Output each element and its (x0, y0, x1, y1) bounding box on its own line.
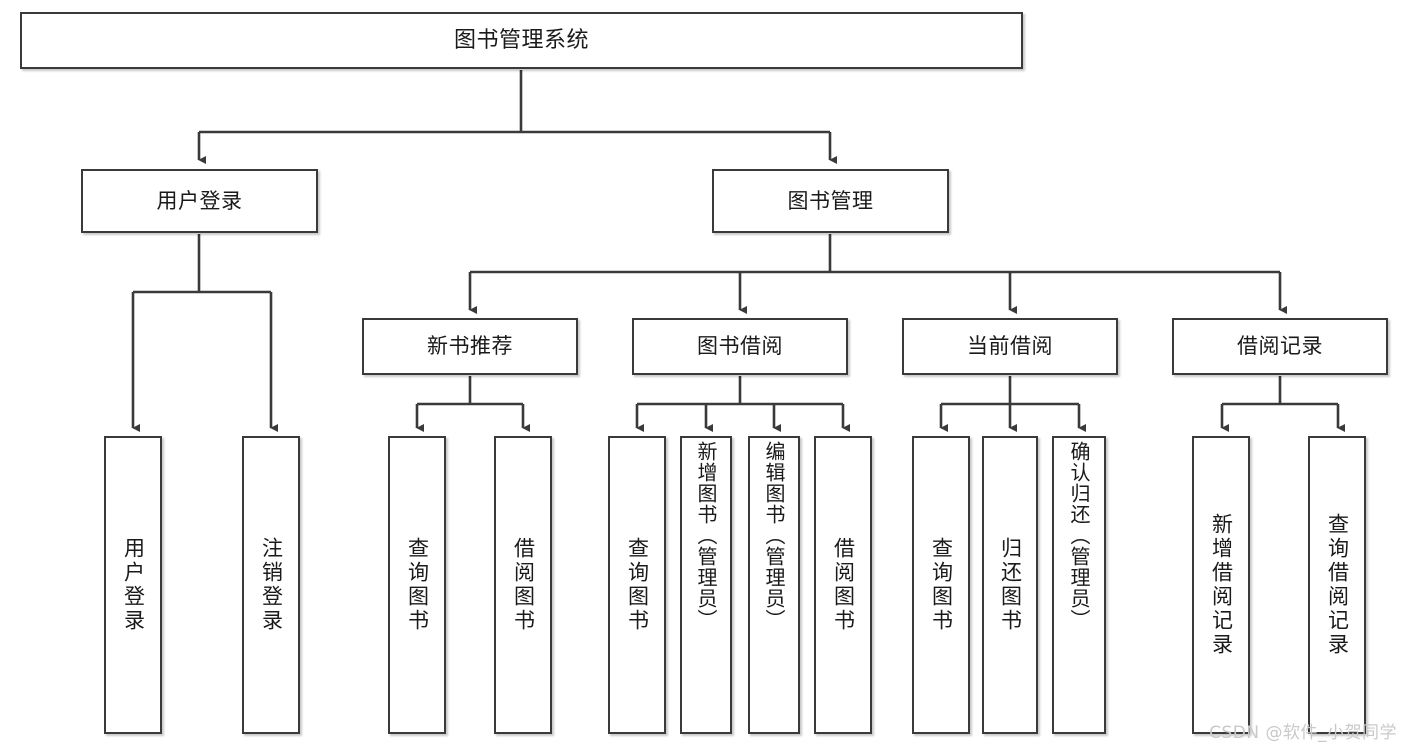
leaf-query-book-current[interactable]: 查询图书 (912, 436, 970, 734)
leaf-user-login[interactable]: 用户登录 (104, 436, 162, 734)
node-book-management[interactable]: 图书管理 (712, 169, 949, 233)
leaf-borrow-book-recommend[interactable]: 借阅图书 (494, 436, 552, 734)
node-label: 图书管理系统 (453, 27, 589, 53)
node-borrow-record[interactable]: 借阅记录 (1172, 318, 1388, 375)
node-label: 借阅图书 (511, 537, 536, 633)
leaf-edit-book[interactable]: 编辑图书（管理员） (748, 436, 800, 734)
node-label: 新增图书（管理员） (694, 441, 718, 630)
leaf-add-book[interactable]: 新增图书（管理员） (680, 436, 732, 734)
node-label: 编辑图书（管理员） (762, 441, 786, 630)
node-label: 查询图书 (405, 537, 430, 633)
csdn-watermark: CSDN @软件_小贺同学 (1209, 723, 1397, 743)
leaf-query-borrow-record[interactable]: 查询借阅记录 (1308, 436, 1366, 734)
node-label: 确认归还（管理员） (1067, 441, 1091, 630)
node-label: 查询图书 (929, 537, 954, 633)
node-label: 借阅记录 (1237, 334, 1323, 359)
leaf-query-book-recommend[interactable]: 查询图书 (388, 436, 446, 734)
leaf-return-book[interactable]: 归还图书 (982, 436, 1038, 734)
node-label: 新增借阅记录 (1209, 513, 1234, 657)
leaf-borrow-book-borrow[interactable]: 借阅图书 (814, 436, 872, 734)
node-root-book-management-system[interactable]: 图书管理系统 (20, 12, 1023, 69)
leaf-add-borrow-record[interactable]: 新增借阅记录 (1192, 436, 1250, 734)
node-label: 查询借阅记录 (1325, 513, 1350, 657)
leaf-confirm-return[interactable]: 确认归还（管理员） (1052, 436, 1106, 734)
node-label: 归还图书 (998, 537, 1023, 633)
node-label: 注销登录 (259, 537, 284, 633)
node-label: 图书管理 (787, 188, 874, 213)
node-current-borrow[interactable]: 当前借阅 (902, 318, 1118, 375)
node-label: 借阅图书 (831, 537, 856, 633)
node-user-login[interactable]: 用户登录 (81, 169, 318, 233)
node-label: 用户登录 (121, 537, 146, 633)
leaf-logout-login[interactable]: 注销登录 (242, 436, 300, 734)
node-label: 用户登录 (156, 188, 243, 213)
leaf-query-book-borrow[interactable]: 查询图书 (608, 436, 666, 734)
node-label: 查询图书 (625, 537, 650, 633)
node-label: 图书借阅 (697, 334, 783, 359)
node-new-book-recommend[interactable]: 新书推荐 (362, 318, 578, 375)
node-label: 当前借阅 (967, 334, 1053, 359)
node-label: 新书推荐 (427, 334, 513, 359)
node-book-borrow[interactable]: 图书借阅 (632, 318, 848, 375)
